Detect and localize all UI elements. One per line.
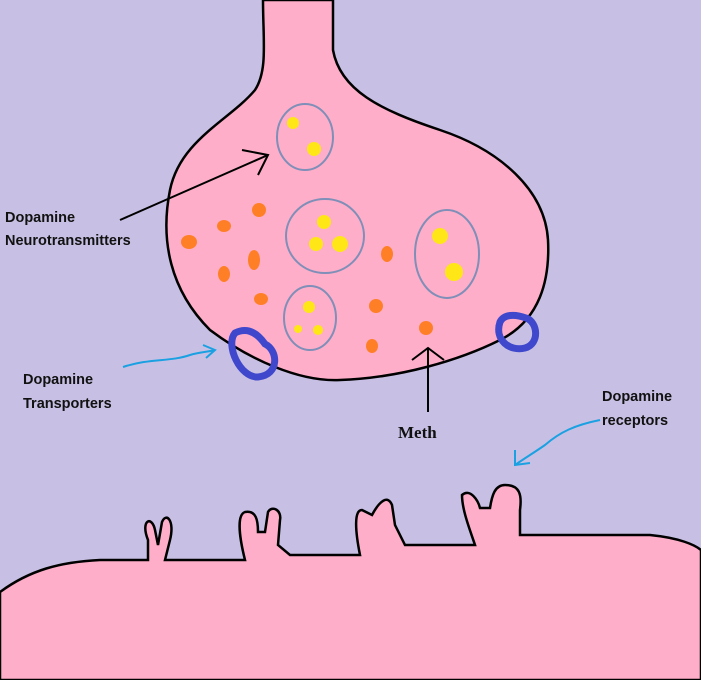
transporter-arrow (122, 344, 217, 368)
dopamine-transporter (495, 311, 540, 353)
label-receptors: Dopamine receptors (602, 389, 676, 429)
orange-molecules (181, 203, 433, 353)
label-meth: Meth (398, 423, 437, 442)
postsynaptic-neuron (0, 483, 701, 680)
vesicles (276, 103, 480, 351)
vesicle (285, 198, 365, 274)
label-transporters: Dopamine Transporters (23, 372, 112, 412)
presynaptic-terminal (165, 0, 550, 382)
receptor-arrow (514, 419, 601, 467)
vesicle (276, 103, 334, 171)
meth-arrow (411, 346, 445, 412)
label-neurotransmitters: Dopamine Neurotransmitters (5, 210, 131, 249)
vesicle (283, 285, 337, 351)
dopamine-molecules (287, 117, 463, 335)
vesicle (414, 209, 480, 299)
dopamine-transporter (228, 327, 279, 381)
neurotransmitter-arrow (119, 149, 270, 221)
